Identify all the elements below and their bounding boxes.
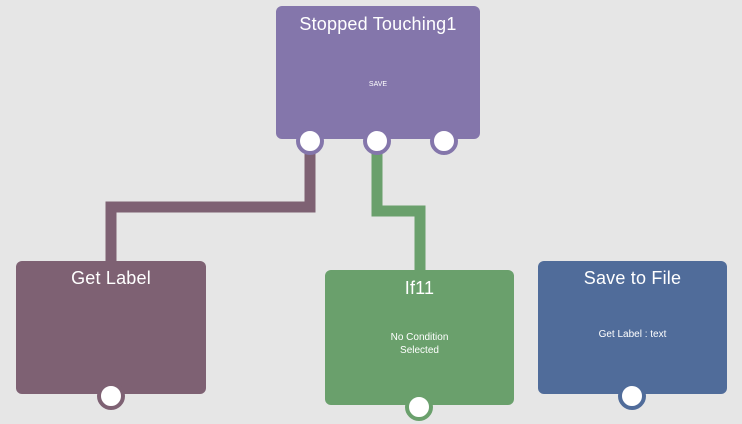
condition-line-1: No Condition bbox=[390, 332, 449, 343]
node-if11[interactable]: If11 No Condition Selected bbox=[325, 270, 514, 421]
node-title: If11 bbox=[404, 278, 435, 298]
output-port-2[interactable] bbox=[363, 127, 391, 155]
node-title: Stopped Touching1 bbox=[299, 14, 457, 34]
output-port-3[interactable] bbox=[430, 127, 458, 155]
node-stopped-touching[interactable]: Stopped Touching1 SAVE bbox=[276, 6, 480, 155]
condition-line-2: Selected bbox=[400, 345, 439, 356]
node-get-label[interactable]: Get Label bbox=[16, 261, 206, 410]
node-subtitle: SAVE bbox=[368, 81, 388, 88]
node-subtitle: Get Label : text bbox=[598, 329, 667, 340]
output-port[interactable] bbox=[618, 382, 646, 410]
output-port[interactable] bbox=[405, 393, 433, 421]
node-subtitle: No Condition Selected bbox=[325, 331, 514, 357]
connection-stopped-to-getlabel[interactable] bbox=[105, 140, 316, 262]
output-port[interactable] bbox=[97, 382, 125, 410]
node-save-to-file[interactable]: Save to File Get Label : text bbox=[538, 261, 727, 410]
connection-stopped-to-if11[interactable] bbox=[371, 140, 426, 271]
node-title: Get Label bbox=[71, 268, 151, 288]
output-port-1[interactable] bbox=[296, 127, 324, 155]
node-title: Save to File bbox=[583, 268, 682, 288]
